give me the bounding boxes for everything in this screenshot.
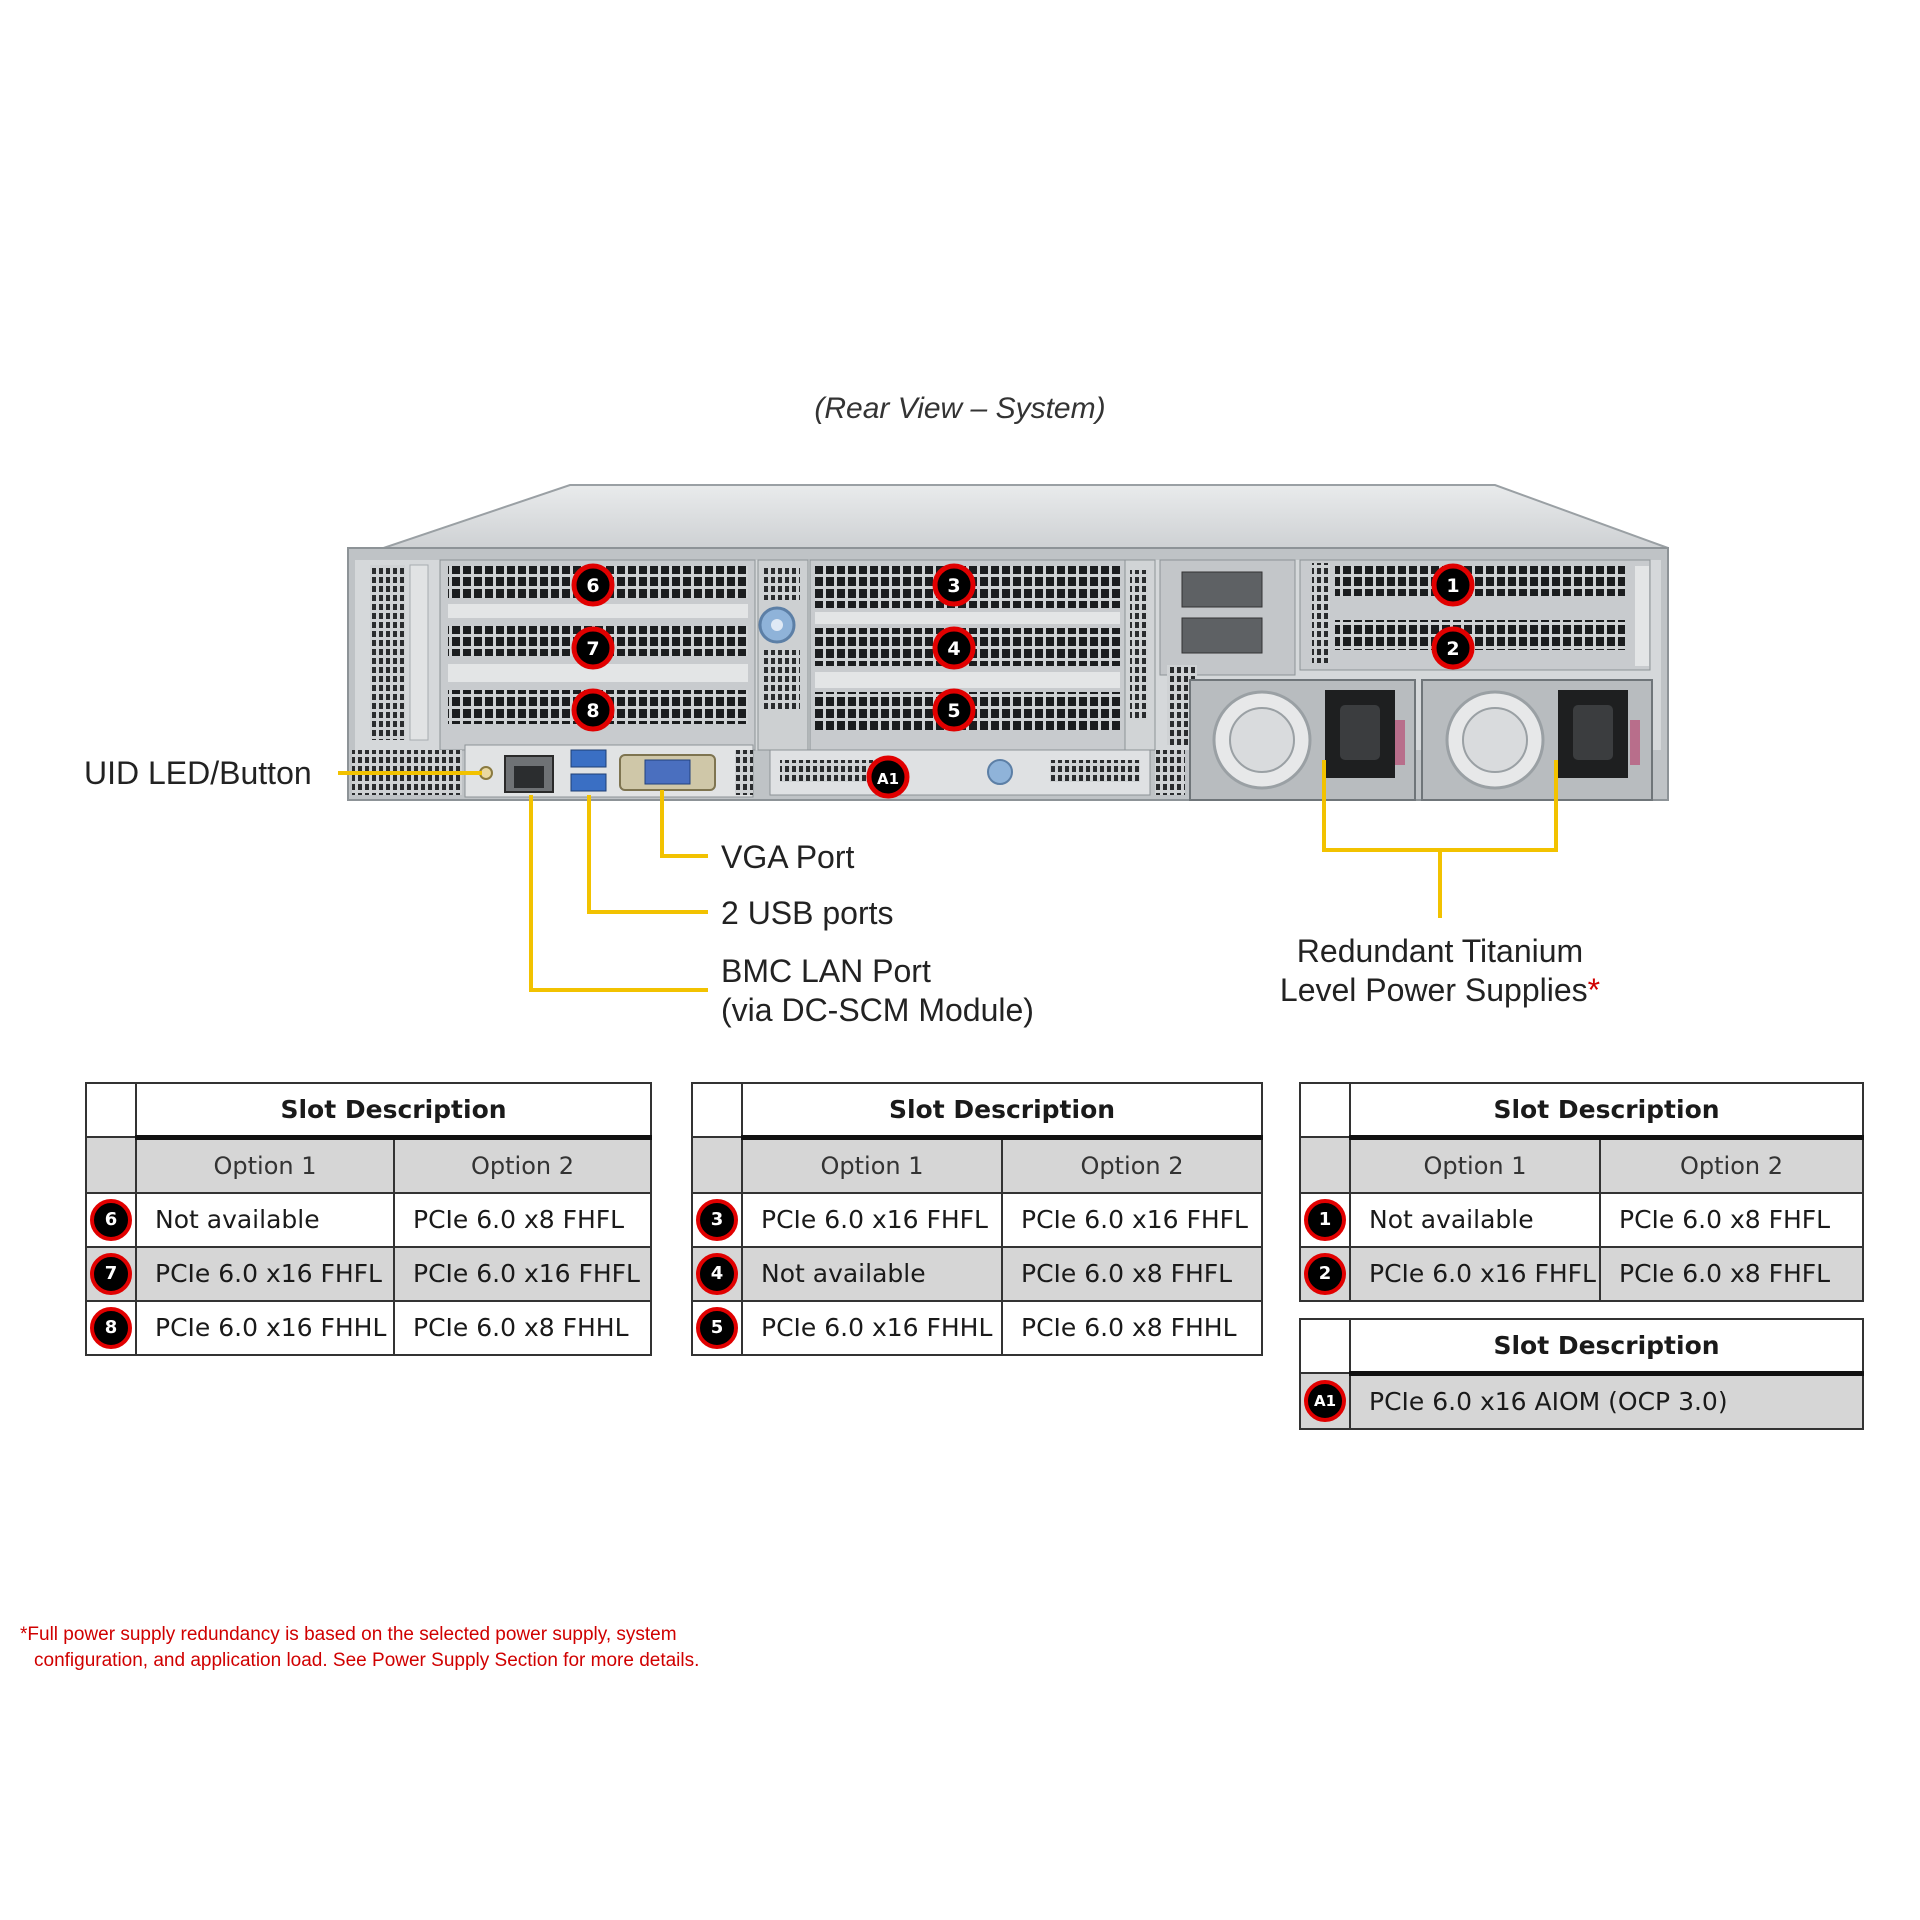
table-row: 1 Not available PCIe 6.0 x8 FHFL bbox=[1299, 1191, 1865, 1248]
slot-option1: Not available bbox=[741, 1245, 1003, 1302]
chassis-slot-badge-8: 8 bbox=[571, 688, 615, 732]
chassis-slot-badge-label: 5 bbox=[947, 700, 960, 722]
slot-option1: PCIe 6.0 x16 FHFL bbox=[135, 1245, 395, 1302]
slot-option1: Not available bbox=[135, 1191, 395, 1248]
slot-option2: PCIe 6.0 x16 FHFL bbox=[1000, 1191, 1264, 1248]
slot-value: PCIe 6.0 x16 AIOM (OCP 3.0) bbox=[1349, 1372, 1864, 1430]
table-row: 7 PCIe 6.0 x16 FHFL PCIe 6.0 x16 FHFL bbox=[85, 1245, 653, 1302]
table-row: 4 Not available PCIe 6.0 x8 FHFL bbox=[691, 1245, 1264, 1302]
footnote-line2: configuration, and application load. See… bbox=[34, 1650, 700, 1671]
chassis-slot-badge-5: 5 bbox=[932, 688, 976, 732]
slot-badge: 8 bbox=[90, 1306, 132, 1349]
option2-header: Option 2 bbox=[1598, 1136, 1865, 1194]
usb-callout-line bbox=[587, 795, 708, 914]
psu-1 bbox=[1189, 679, 1416, 801]
chassis-slot-badge-1: 1 bbox=[1431, 563, 1475, 607]
bmc-callout-line1: BMC LAN Port bbox=[721, 953, 931, 989]
slot-badge: 6 bbox=[90, 1198, 132, 1241]
slot-option2: PCIe 6.0 x8 FHHL bbox=[392, 1299, 653, 1356]
footnote-line1: *Full power supply redundancy is based o… bbox=[20, 1624, 677, 1645]
chassis-slot-badge-a1: A1 bbox=[866, 755, 910, 799]
slot-option1: PCIe 6.0 x16 FHFL bbox=[741, 1191, 1003, 1248]
slot-table-middle: Slot Description Option 1 Option 2 3 PCI… bbox=[691, 1082, 1264, 1356]
chassis-slot-badge-3: 3 bbox=[932, 563, 976, 607]
slot-table-right: Slot Description Option 1 Option 2 1 Not… bbox=[1299, 1082, 1865, 1302]
table-header: Slot Description bbox=[1349, 1318, 1864, 1376]
chassis-slot-badge-label: 4 bbox=[947, 638, 960, 660]
table-header: Slot Description bbox=[134, 1082, 653, 1140]
option2-header: Option 2 bbox=[1000, 1136, 1264, 1194]
slot-badge: 3 bbox=[696, 1198, 738, 1241]
bmc-callout-line2: (via DC-SCM Module) bbox=[721, 992, 1034, 1028]
chassis-slot-badge-label: 1 bbox=[1446, 575, 1459, 597]
psu-2 bbox=[1421, 679, 1653, 801]
slot-badge: 1 bbox=[1304, 1198, 1346, 1241]
callout-lines bbox=[338, 760, 1558, 992]
table-row: 3 PCIe 6.0 x16 FHFL PCIe 6.0 x16 FHFL bbox=[691, 1191, 1264, 1248]
chassis-slot-badge-label: A1 bbox=[877, 770, 899, 788]
table-header: Slot Description bbox=[740, 1082, 1264, 1140]
uid-callout-label: UID LED/Button bbox=[84, 755, 312, 791]
slot-option2: PCIe 6.0 x8 FHFL bbox=[1598, 1191, 1865, 1248]
table-row: 6 Not available PCIe 6.0 x8 FHFL bbox=[85, 1191, 653, 1248]
slot-badge: 5 bbox=[696, 1306, 738, 1349]
slot-option2: PCIe 6.0 x8 FHFL bbox=[1598, 1245, 1865, 1302]
slot-option2: PCIe 6.0 x8 FHFL bbox=[392, 1191, 653, 1248]
slot-option1: PCIe 6.0 x16 FHFL bbox=[1349, 1245, 1601, 1302]
chassis-slot-badge-label: 7 bbox=[586, 638, 599, 660]
footnote: *Full power supply redundancy is based o… bbox=[20, 1622, 800, 1674]
slot-table-aiom: Slot Description A1 PCIe 6.0 x16 AIOM (O… bbox=[1299, 1318, 1864, 1430]
slot-badge: A1 bbox=[1304, 1379, 1346, 1422]
option2-header: Option 2 bbox=[392, 1136, 653, 1194]
option1-header: Option 1 bbox=[1349, 1136, 1601, 1194]
bmc-callout-line bbox=[529, 795, 708, 992]
bmc-callout-label: BMC LAN Port (via DC-SCM Module) bbox=[721, 952, 1034, 1030]
slot-badge: 7 bbox=[90, 1252, 132, 1295]
psu-footnote-mark: * bbox=[1587, 972, 1601, 1008]
vga-callout-label: VGA Port bbox=[721, 839, 855, 875]
slot-option1: Not available bbox=[1349, 1191, 1601, 1248]
usb-port-2 bbox=[570, 773, 607, 792]
io-ports bbox=[479, 749, 716, 793]
psu-callout-line1: Redundant Titanium bbox=[1296, 933, 1584, 969]
psu-callout-line2: Level Power Supplies bbox=[1279, 972, 1588, 1008]
chassis-slot-badge-6: 6 bbox=[571, 563, 615, 607]
diagram-title: (Rear View – System) bbox=[814, 392, 1106, 425]
chassis-slot-badge-7: 7 bbox=[571, 626, 615, 670]
option1-header: Option 1 bbox=[741, 1136, 1003, 1194]
table-row: A1 PCIe 6.0 x16 AIOM (OCP 3.0) bbox=[1299, 1372, 1864, 1430]
vga-callout-line bbox=[660, 790, 708, 858]
slot-option1: PCIe 6.0 x16 FHHL bbox=[135, 1299, 395, 1356]
slot-option2: PCIe 6.0 x16 FHFL bbox=[392, 1245, 653, 1302]
psu-callout-label: Redundant Titanium Level Power Supplies* bbox=[1240, 932, 1640, 1010]
table-row: 5 PCIe 6.0 x16 FHHL PCIe 6.0 x8 FHHL bbox=[691, 1299, 1264, 1356]
chassis-slot-badge-label: 2 bbox=[1446, 638, 1459, 660]
usb-callout-label: 2 USB ports bbox=[721, 895, 894, 931]
table-header: Slot Description bbox=[1348, 1082, 1865, 1140]
slot-table-left: Slot Description Option 1 Option 2 6 Not… bbox=[85, 1082, 653, 1356]
slot-option1: PCIe 6.0 x16 FHHL bbox=[741, 1299, 1003, 1356]
chassis-slot-badge-label: 8 bbox=[586, 700, 599, 722]
usb-port-1 bbox=[570, 749, 607, 768]
chassis-slot-badge-2: 2 bbox=[1431, 626, 1475, 670]
slot-option2: PCIe 6.0 x8 FHHL bbox=[1000, 1299, 1264, 1356]
chassis-slot-badge-label: 6 bbox=[586, 575, 599, 597]
option1-header: Option 1 bbox=[135, 1136, 395, 1194]
table-row: 2 PCIe 6.0 x16 FHFL PCIe 6.0 x8 FHFL bbox=[1299, 1245, 1865, 1302]
chassis-slot-badge-4: 4 bbox=[932, 626, 976, 670]
slot-badges: 6 7 8 3 4 5 1 2A1 bbox=[571, 563, 1475, 799]
slot-badge: 2 bbox=[1304, 1252, 1346, 1295]
chassis-slot-badge-label: 3 bbox=[947, 575, 960, 597]
slot-badge: 4 bbox=[696, 1252, 738, 1295]
slot-option2: PCIe 6.0 x8 FHFL bbox=[1000, 1245, 1264, 1302]
table-row: 8 PCIe 6.0 x16 FHHL PCIe 6.0 x8 FHHL bbox=[85, 1299, 653, 1356]
